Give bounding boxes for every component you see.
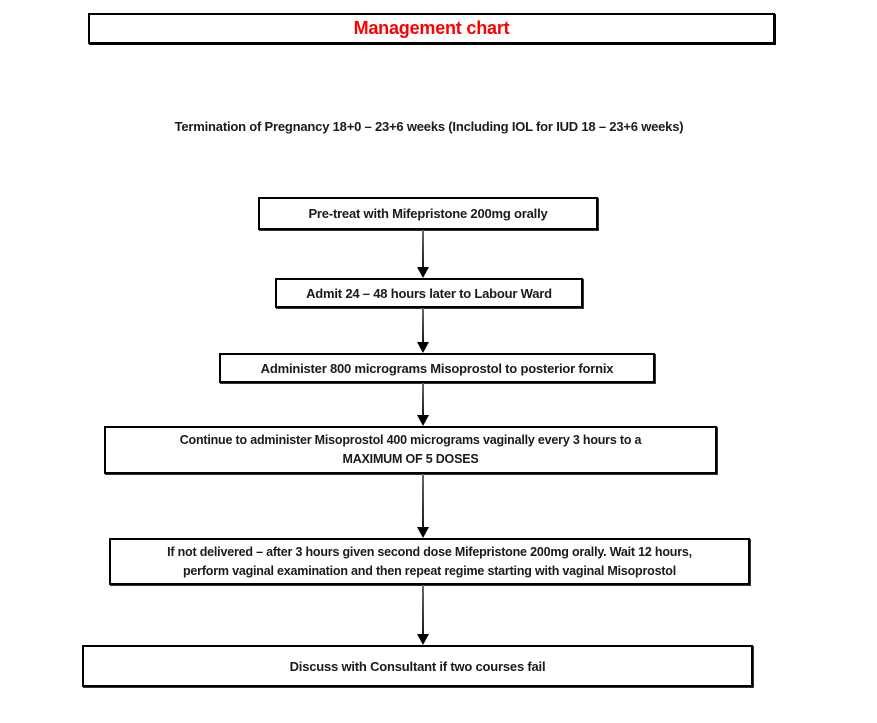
arrow-line [421,585,424,634]
flow-step-label-line-2: perform vaginal examination and then rep… [182,563,677,578]
flow-step-continue-misoprostol-400: Continue to administer Misoprostol 400 m… [104,426,717,474]
flow-step-label: Administer 800 micrograms Misoprostol to… [260,360,614,376]
chart-title-box: Management chart [88,13,775,44]
arrow-head [416,634,429,645]
arrow-down-icon [416,230,429,278]
flow-step-pretreat-mifepristone: Pre-treat with Mifepristone 200mg orally [258,197,598,230]
flow-step-label: Admit 24 – 48 hours later to Labour Ward [306,285,552,301]
arrow-down-icon [416,308,429,353]
page-title: Management chart [353,18,510,38]
arrow-line [421,230,424,267]
flow-step-if-not-delivered-repeat: If not delivered – after 3 hours given s… [109,538,750,585]
arrow-line [421,308,424,342]
flow-step-label-line-1: Continue to administer Misoprostol 400 m… [179,433,642,447]
arrow-head [416,527,429,538]
flow-step-label: Discuss with Consultant if two courses f… [289,658,546,674]
arrow-line [421,383,424,415]
arrow-down-icon [416,383,429,426]
arrow-head [416,342,429,353]
chart-subtitle: Termination of Pregnancy 18+0 – 23+6 wee… [174,119,684,134]
flow-step-label-line-2: MAXIMUM OF 5 DOSES [342,452,479,466]
arrow-line [421,474,424,527]
arrow-down-icon [416,474,429,538]
arrow-head [416,267,429,278]
arrow-head [416,415,429,426]
flow-step-label: Pre-treat with Mifepristone 200mg orally [308,206,548,221]
flow-step-label-line-1: If not delivered – after 3 hours given s… [167,544,692,559]
flow-step-administer-misoprostol-800: Administer 800 micrograms Misoprostol to… [219,353,655,383]
arrow-down-icon [416,585,429,645]
flow-step-discuss-consultant: Discuss with Consultant if two courses f… [82,645,753,687]
flow-step-admit-labour-ward: Admit 24 – 48 hours later to Labour Ward [275,278,583,308]
